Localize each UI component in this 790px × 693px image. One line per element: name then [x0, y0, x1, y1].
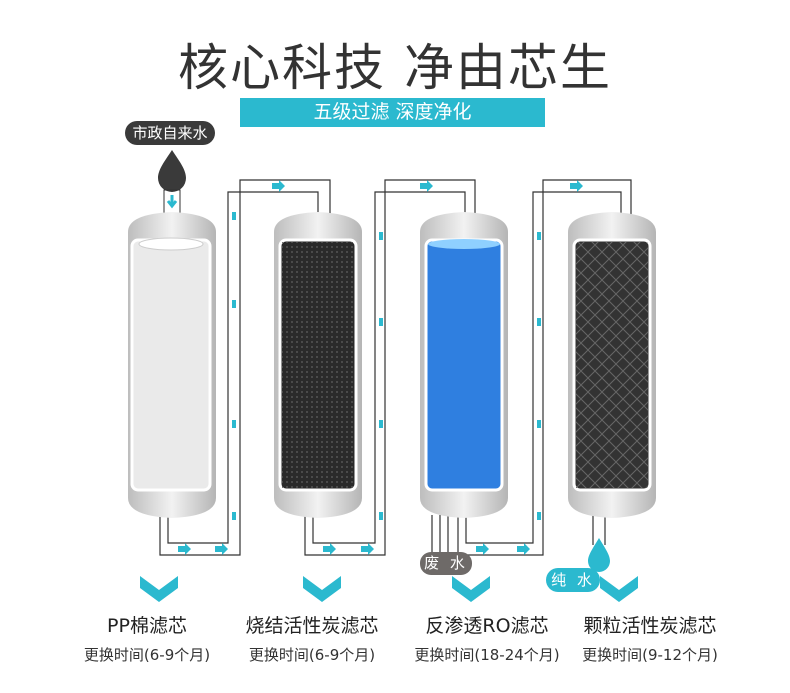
- filter-replace-time: 更换时间(6-9个月): [83, 646, 211, 664]
- canister-1: [128, 212, 216, 518]
- pure-water-drop-icon: [588, 538, 610, 572]
- subtitle-banner: 五级过滤 深度净化: [240, 98, 545, 127]
- canister-3: [420, 212, 508, 518]
- tap-water-badge: 市政自来水: [125, 121, 215, 145]
- filter-replace-time: 更换时间(9-12个月): [582, 646, 718, 664]
- pipes: [159, 179, 632, 556]
- chevron-down-icons: [140, 576, 638, 602]
- filter-name: 颗粒活性炭滤芯: [583, 615, 717, 637]
- canister-4: [568, 212, 656, 518]
- filter-replace-time: 更换时间(18-24个月): [414, 646, 560, 664]
- pure-water-badge: 纯 水: [546, 568, 600, 592]
- flow-arrows: [178, 180, 583, 555]
- filter-label-1: PP棉滤芯 更换时间(6-9个月): [57, 611, 237, 665]
- page-title: 核心科技 净由芯生: [178, 39, 612, 97]
- filter-name: 烧结活性炭滤芯: [245, 615, 379, 637]
- waste-water-badge: 废 水: [420, 552, 472, 575]
- filter-label-3: 反渗透RO滤芯 更换时间(18-24个月): [392, 611, 582, 665]
- filter-name: 反渗透RO滤芯: [425, 615, 549, 637]
- filter-label-2: 烧结活性炭滤芯 更换时间(6-9个月): [222, 611, 402, 665]
- water-drop-icon: [158, 150, 186, 192]
- filter-label-4: 颗粒活性炭滤芯 更换时间(9-12个月): [560, 611, 740, 665]
- filter-name: PP棉滤芯: [107, 615, 187, 637]
- canister-2: [274, 212, 362, 518]
- filter-replace-time: 更换时间(6-9个月): [248, 646, 376, 664]
